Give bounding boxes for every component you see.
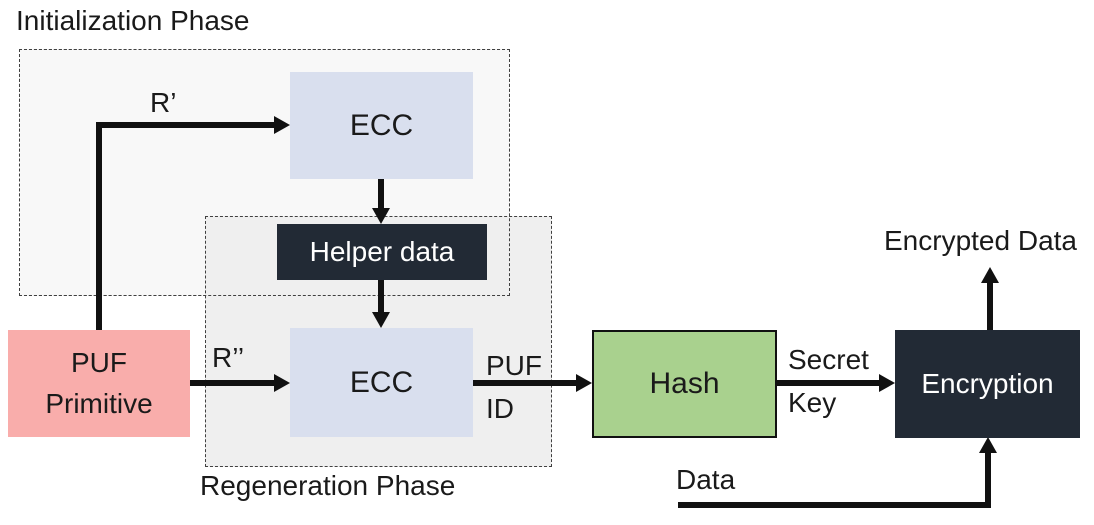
arrowhead-helper-data <box>372 208 390 224</box>
r-double-prime-label: R’’ <box>212 342 245 373</box>
puf-primitive-line1: PUF <box>71 346 127 378</box>
puf-primitive-block: PUF Primitive <box>8 330 190 437</box>
arrowhead-encryption-left <box>879 374 895 392</box>
arrowhead-ecc-init <box>274 116 290 134</box>
arrow-puf-to-ecc-regen <box>190 380 274 386</box>
arrowhead-ecc-regen-top <box>372 312 390 328</box>
arrow-hash-to-encryption <box>777 380 879 386</box>
ecc-regen-block: ECC <box>290 328 473 437</box>
puf-id-line2: ID <box>486 393 514 425</box>
secret-key-label: Secret Key <box>788 338 869 425</box>
arrow-data-vertical <box>985 453 991 508</box>
arrow-encryption-to-output <box>987 283 993 330</box>
encrypted-data-label: Encrypted Data <box>884 225 1077 256</box>
regeneration-phase-title: Regeneration Phase <box>200 470 456 501</box>
arrow-ecc-regen-to-hash <box>473 380 576 386</box>
puf-id-line1: PUF <box>486 350 542 381</box>
encryption-block: Encryption <box>895 330 1080 438</box>
helper-data-label: Helper data <box>309 236 455 267</box>
hash-label: Hash <box>649 367 720 400</box>
encryption-label: Encryption <box>921 368 1054 399</box>
puf-primitive-line2: Primitive <box>45 387 153 419</box>
puf-id-label: PUF ID <box>486 344 542 431</box>
arrow-data-horizontal <box>678 502 991 508</box>
secret-key-line2: Key <box>788 387 837 419</box>
arrow-helper-to-ecc-regen <box>378 280 384 313</box>
arrow-puf-to-ecc-init-vertical <box>96 122 102 330</box>
ecc-init-block: ECC <box>290 72 473 179</box>
arrowhead-hash <box>576 374 592 392</box>
data-label: Data <box>676 464 736 495</box>
ecc-regen-label: ECC <box>349 365 414 399</box>
initialization-phase-title: Initialization Phase <box>16 5 250 36</box>
r-prime-label: R’ <box>150 87 177 118</box>
hash-block: Hash <box>592 330 777 438</box>
secret-key-line1: Secret <box>788 344 869 375</box>
arrowhead-ecc-regen-left <box>274 374 290 392</box>
arrow-puf-to-ecc-init-horizontal <box>96 122 276 128</box>
arrowhead-encryption-bottom <box>979 437 997 453</box>
arrowhead-encrypted-data <box>981 267 999 283</box>
arrow-ecc-init-to-helper <box>378 179 384 210</box>
ecc-init-label: ECC <box>349 108 414 142</box>
helper-data-block: Helper data <box>277 224 487 280</box>
puf-primitive-label: PUF Primitive <box>45 343 152 424</box>
